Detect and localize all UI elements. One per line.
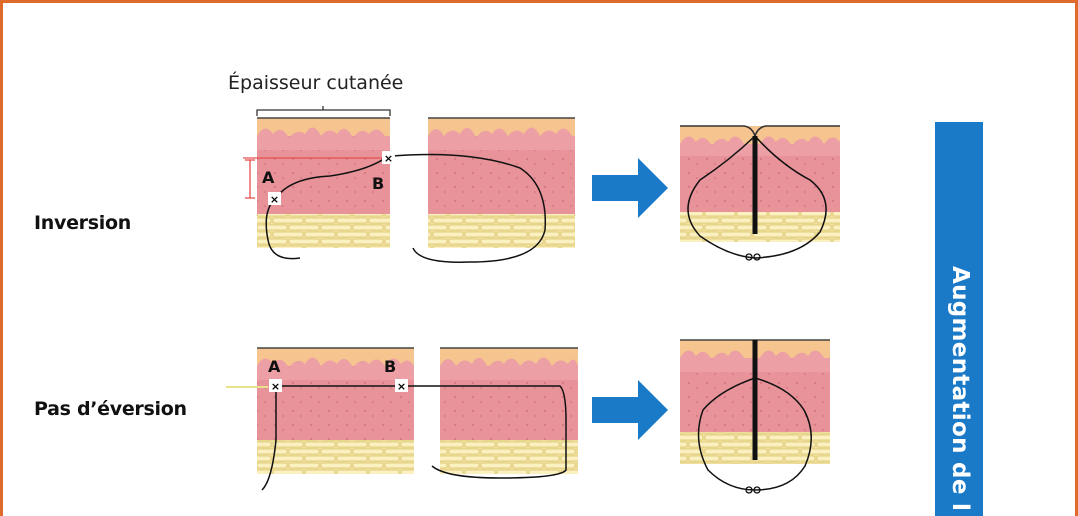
svg-text:×: × <box>397 380 406 393</box>
suture-row2-block3 <box>697 377 812 491</box>
skin-block-2-row2 <box>440 347 578 474</box>
thickness-marker <box>245 159 255 199</box>
point-a-label-row1: A <box>262 168 275 187</box>
thickness-label: Épaisseur cutanée <box>228 72 404 94</box>
arrow-row2 <box>592 380 668 440</box>
point-a-label-row2: A <box>268 357 281 376</box>
suture-row1-block2 <box>391 153 547 263</box>
point-b-label-row2: B <box>384 357 396 376</box>
skin-block-1-row2 <box>257 347 414 474</box>
thickness-bracket <box>256 106 391 116</box>
point-b-mark-row2 <box>395 379 408 392</box>
skin-block-2-row1 <box>428 117 575 248</box>
point-b-mark-row1 <box>382 151 395 164</box>
suture-row1-block1 <box>265 155 389 260</box>
row-label-no-eversion: Pas d’éversion <box>34 398 187 420</box>
point-a-mark-row1 <box>268 192 281 205</box>
side-banner: Augmentation de l <box>935 122 983 516</box>
side-banner-text: Augmentation de l <box>947 266 973 512</box>
point-b-label-row1: B <box>372 174 384 193</box>
arrow-row1 <box>592 158 668 218</box>
suture-row2-block1 <box>261 385 400 491</box>
row-label-inversion: Inversion <box>34 212 131 234</box>
svg-text:×: × <box>384 152 393 165</box>
point-a-mark-row2 <box>269 379 282 392</box>
suture-row2-block2 <box>404 385 567 479</box>
skin-block-3-row1 <box>680 125 840 242</box>
svg-text:×: × <box>270 193 279 206</box>
svg-text:×: × <box>271 380 280 393</box>
suture-row1-block3 <box>687 135 827 259</box>
skin-block-1-row1 <box>257 117 390 248</box>
